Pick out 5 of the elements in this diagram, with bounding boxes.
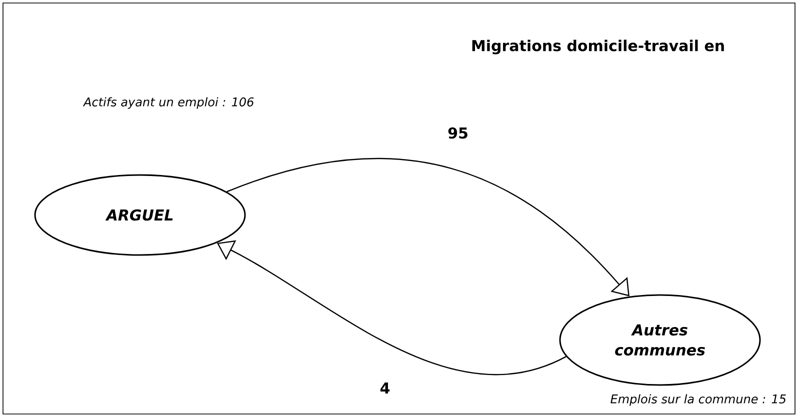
note: Actifs ayant un emploi : 106: [82, 97, 254, 109]
edge-label: 4: [380, 382, 390, 394]
curved-arrow: [226, 158, 630, 296]
title: Migrations domicile-travail en: [472, 40, 724, 54]
edge-label: 95: [448, 127, 468, 139]
